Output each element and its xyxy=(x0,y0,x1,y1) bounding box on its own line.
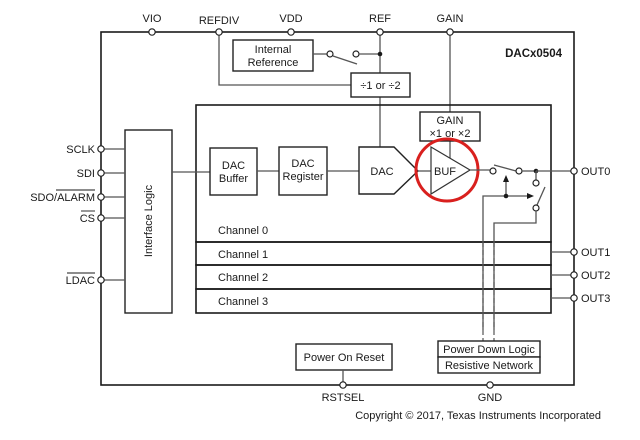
channel-1-label: Channel 1 xyxy=(218,249,268,261)
pin-gain xyxy=(446,28,454,36)
dac-buffer-label-2: Buffer xyxy=(219,173,248,185)
divider-block xyxy=(350,72,411,98)
pin-rstsel xyxy=(339,381,347,389)
interface-logic-label: Interface Logic xyxy=(143,184,155,257)
pin-label-out2: OUT2 xyxy=(581,270,610,282)
control-junction-dot xyxy=(503,193,509,199)
resistive-network-block xyxy=(437,356,541,374)
ref-junction-dot xyxy=(377,51,383,57)
buf-label: BUF xyxy=(434,166,456,178)
pin-label-vio: VIO xyxy=(143,13,162,25)
pin-sdi xyxy=(97,169,105,177)
control-line-a xyxy=(482,195,528,330)
internal-reference-label-1: Internal xyxy=(255,44,292,56)
power-on-reset-block xyxy=(295,343,393,371)
dac-register-block xyxy=(278,146,328,196)
part-name: DACx0504 xyxy=(505,48,562,60)
pin-refdiv xyxy=(215,28,223,36)
pin-ldac xyxy=(97,276,105,284)
dac-buffer-label-1: DAC xyxy=(222,160,245,172)
pin-label-gnd: GND xyxy=(478,392,503,404)
pin-label-ref: REF xyxy=(369,13,391,25)
ref-switch-contact-2 xyxy=(352,50,360,58)
shunt-switch-contact-1 xyxy=(532,179,540,187)
shunt-switch-arm xyxy=(536,186,546,206)
pin-vio xyxy=(148,28,156,36)
internal-reference-label-2: Reference xyxy=(248,57,299,69)
ref-switch-contact-1 xyxy=(326,50,334,58)
pin-label-out3: OUT3 xyxy=(581,293,610,305)
pin-vdd xyxy=(287,28,295,36)
gain-label-1: GAIN xyxy=(437,115,464,127)
pin-label-rstsel: RSTSEL xyxy=(322,392,365,404)
arrow-right-icon xyxy=(527,193,534,199)
pin-label-cs: CS xyxy=(80,213,95,225)
pin-label-vdd: VDD xyxy=(279,13,302,25)
shunt-switch-contact-2 xyxy=(532,204,540,212)
gain-block xyxy=(419,111,481,142)
control-line-b xyxy=(493,211,537,330)
refdiv-wire xyxy=(218,32,351,86)
out-switch-contact-2 xyxy=(515,167,523,175)
pin-label-out0: OUT0 xyxy=(581,166,610,178)
channel-2-label: Channel 2 xyxy=(218,272,268,284)
divider-label: ÷1 or ÷2 xyxy=(360,80,400,92)
gain-label-2: ×1 or ×2 xyxy=(430,128,471,140)
pin-label-sdi: SDI xyxy=(77,168,95,180)
pin-label-ldac: LDAC xyxy=(66,275,95,287)
pin-label-refdiv: REFDIV xyxy=(199,15,240,27)
power-down-logic-label: Power Down Logic xyxy=(443,344,535,356)
device-outline xyxy=(100,31,575,386)
pin-sdo-alarm xyxy=(97,193,105,201)
dac-register-label-2: Register xyxy=(283,171,324,183)
pin-out0 xyxy=(570,167,578,175)
power-on-reset-label: Power On Reset xyxy=(304,352,385,364)
pin-out2 xyxy=(570,271,578,279)
pin-ref xyxy=(376,28,384,36)
dac-register-label-1: DAC xyxy=(291,158,314,170)
pin-out3 xyxy=(570,294,578,302)
channel-3-label: Channel 3 xyxy=(218,296,268,308)
channel-0-label: Channel 0 xyxy=(218,225,268,237)
channel-3-row xyxy=(195,288,552,314)
pin-label-sclk: SCLK xyxy=(66,144,95,156)
out-switch-arm xyxy=(493,164,517,172)
dac-buffer-block xyxy=(209,147,258,196)
pin-out1 xyxy=(570,248,578,256)
ref-switch-arm xyxy=(332,55,358,65)
interface-logic-block xyxy=(124,129,173,314)
buf-amplifier xyxy=(430,145,472,196)
pin-cs xyxy=(97,214,105,222)
pin-label-gain: GAIN xyxy=(437,13,464,25)
internal-reference-block xyxy=(232,39,314,72)
pin-label-out1: OUT1 xyxy=(581,247,610,259)
pin-sclk xyxy=(97,145,105,153)
pin-gnd xyxy=(486,381,494,389)
left-pins: SCLK SDI SDO/ALARM CS LDAC xyxy=(30,144,125,287)
copyright-notice: Copyright © 2017, Texas Instruments Inco… xyxy=(355,410,601,422)
out-switch-contact-1 xyxy=(489,167,497,175)
dac-block xyxy=(358,146,420,195)
dac-label: DAC xyxy=(370,166,393,178)
resistive-network-label: Resistive Network xyxy=(445,360,534,372)
arrow-up-icon xyxy=(503,175,509,182)
pin-label-sdo-alarm: SDO/ALARM xyxy=(30,192,95,204)
